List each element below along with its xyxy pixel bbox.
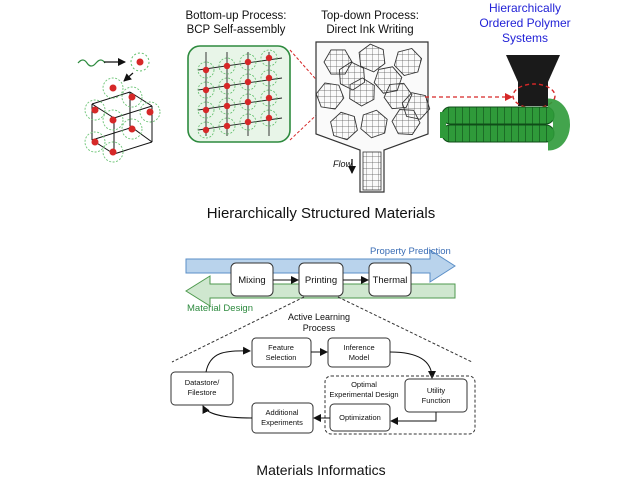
- datastore-box: [170, 371, 234, 406]
- feature-line2: Selection: [266, 353, 297, 362]
- active-learning-line2: Process: [303, 323, 336, 333]
- thermal-box: [368, 262, 412, 297]
- printer-nozzle-and-filament: [440, 55, 570, 151]
- flow-label: Flow: [333, 159, 353, 169]
- optimal-line2: Experimental Design: [329, 390, 398, 399]
- top-down-title-line1: Top-down Process:: [321, 10, 419, 22]
- additional-line2: Experiments: [261, 418, 303, 427]
- self-assembly-lattice: [187, 45, 291, 143]
- bottom-caption: Materials Informatics: [256, 462, 385, 478]
- optimal-design-group: [324, 375, 476, 435]
- inference-line2: Model: [349, 353, 370, 362]
- printing-label: Printing: [305, 275, 337, 286]
- top-down-title-line2: Direct Ink Writing: [326, 24, 413, 36]
- material-design-label: Material Design: [187, 303, 253, 314]
- bottom-up-title-line1: Bottom-up Process:: [186, 10, 287, 22]
- utility-line2: Function: [422, 396, 451, 405]
- datastore-line1: Datastore/: [185, 378, 221, 387]
- bottom-up-title-line2: BCP Self-assembly: [187, 24, 286, 36]
- thermal-label: Thermal: [373, 275, 408, 286]
- active-learning-line1: Active Learning: [288, 312, 350, 322]
- hier-title-line1: Hierarchically: [489, 1, 561, 15]
- feature-line1: Feature: [268, 343, 294, 352]
- ink-nozzle: [315, 41, 431, 193]
- zoom-line-bottom: [289, 103, 329, 141]
- bcp-chains-illustration: [77, 52, 150, 82]
- hier-title-line3: Systems: [502, 31, 548, 45]
- top-caption: Hierarchically Structured Materials: [207, 205, 435, 222]
- optimal-line1: Optimal: [351, 380, 377, 389]
- additional-line1: Additional: [266, 408, 299, 417]
- bcp-lattice-cube: [84, 77, 161, 163]
- datastore-line2: Filestore: [188, 388, 217, 397]
- hier-title-line2: Ordered Polymer: [479, 16, 570, 30]
- mixing-label: Mixing: [238, 275, 265, 286]
- optimization-label: Optimization: [339, 413, 381, 422]
- utility-line1: Utility: [427, 386, 446, 395]
- inference-line1: Inference: [343, 343, 374, 352]
- property-prediction-label: Property Prediction: [370, 246, 451, 257]
